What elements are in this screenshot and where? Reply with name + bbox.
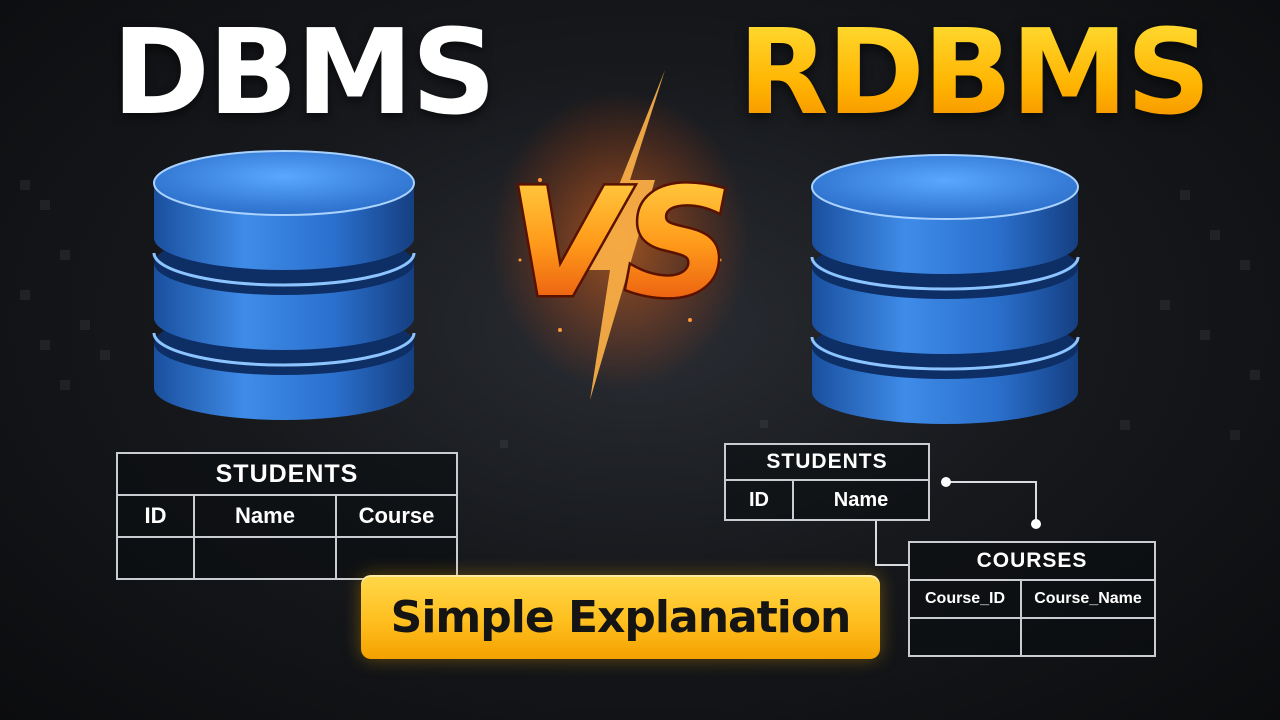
table-cell: [193, 536, 337, 580]
table-title: STUDENTS: [724, 443, 930, 481]
badge-label: Simple Explanation: [390, 591, 852, 643]
vs-lightning-emblem: VS: [490, 70, 750, 400]
table-cell: [116, 536, 195, 580]
rdbms-students-table: STUDENTS ID Name: [724, 443, 930, 521]
dbms-students-table: STUDENTS ID Name Course: [116, 452, 458, 580]
table-cell: [908, 617, 1022, 657]
simple-explanation-badge: Simple Explanation: [361, 575, 880, 659]
column-header: Course_ID: [908, 579, 1022, 619]
column-header: Course: [335, 494, 458, 538]
database-icon: [810, 154, 1080, 424]
rdbms-courses-table: COURSES Course_ID Course_Name: [908, 541, 1156, 657]
column-header: ID: [116, 494, 195, 538]
rdbms-title: RDBMS: [738, 3, 1211, 141]
table-title: COURSES: [908, 541, 1156, 581]
column-header: Course_Name: [1020, 579, 1156, 619]
vs-text: VS: [508, 157, 732, 331]
column-header: ID: [724, 479, 794, 521]
table-title: STUDENTS: [116, 452, 458, 496]
dbms-title: DBMS: [112, 3, 496, 141]
column-header: Name: [792, 479, 930, 521]
table-cell: [1020, 617, 1156, 657]
column-header: Name: [193, 494, 337, 538]
database-icon: [152, 150, 416, 420]
